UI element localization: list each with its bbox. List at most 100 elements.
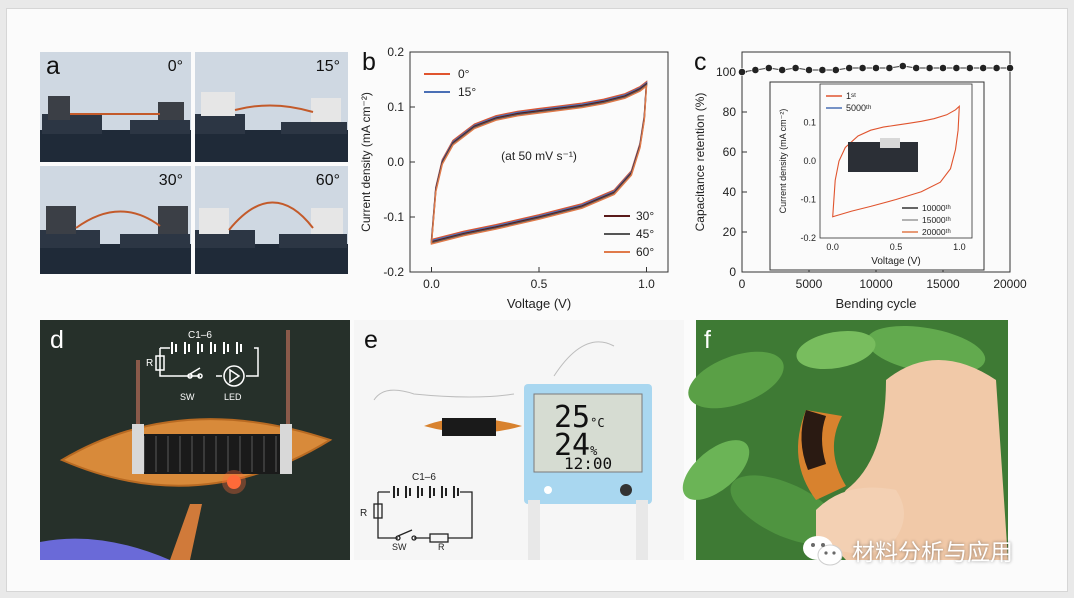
y-tick-label-b: 0.0 — [387, 155, 404, 169]
cv-series-3 — [430, 83, 648, 244]
angle-label-60: 60° — [315, 172, 340, 189]
y-tick-label-c: 40 — [723, 185, 737, 199]
lcd-hum-value: 24 — [554, 428, 591, 463]
x-tick-label-c: 5000 — [796, 277, 823, 291]
inset-y-tick-label: -0.2 — [800, 233, 816, 243]
panel-d: C1–6 R SW LED d — [40, 320, 350, 560]
y-tick-label-b: 0.1 — [387, 100, 404, 114]
retention-point — [738, 68, 746, 76]
retention-point — [992, 64, 1001, 72]
legend-label-b-bottom: 30° — [636, 209, 654, 223]
retention-point — [1006, 64, 1014, 72]
retention-point — [751, 66, 760, 74]
retention-point — [965, 64, 974, 72]
x-axis-label-c: Bending cycle — [836, 296, 917, 311]
hygrometer-circuit-diagram — [373, 486, 473, 543]
finger-bend-photo — [682, 320, 1008, 560]
x-axis-label-b: Voltage (V) — [507, 296, 571, 311]
legend-label-b-bottom: 45° — [636, 227, 654, 241]
circuit-e-cap-label: C1–6 — [412, 472, 436, 483]
inset-x-tick-label: 0.5 — [890, 242, 903, 252]
circuit-cap-label: C1–6 — [188, 330, 212, 341]
retention-point — [872, 64, 880, 72]
y-axis-label-c: Capacitance retention (%) — [693, 93, 707, 232]
circuit-led-label: LED — [224, 392, 242, 402]
retention-point — [912, 64, 921, 72]
annotation-b: (at 50 mV s⁻¹) — [501, 149, 577, 163]
inset-legend-label-top: 1ˢᵗ — [846, 91, 856, 101]
bend-photo-0: 0° — [40, 52, 191, 162]
watermark: 材料分析与应用 — [800, 532, 1013, 568]
leaf-device-photo: C1–6 R SW LED — [40, 320, 350, 560]
bend-photo-15: 15° — [195, 52, 348, 162]
inset-y-axis-label: Current density (mA cm⁻²) — [778, 109, 788, 214]
x-tick-label-c: 15000 — [926, 277, 960, 291]
panel-letter-b: b — [362, 48, 376, 76]
legend-label-b-top: 15° — [458, 85, 476, 99]
y-tick-label-b: -0.1 — [383, 210, 404, 224]
legend-label-b-bottom: 60° — [636, 245, 654, 259]
led-circuit-diagram — [155, 342, 259, 387]
inset-legend-label-bottom: 10000ᵗʰ — [922, 203, 951, 213]
lcd-temp-unit: °C — [590, 416, 605, 430]
x-tick-label-b: 1.0 — [638, 277, 655, 291]
y-tick-label-c: 20 — [723, 225, 737, 239]
retention-chart: 0 5000 10000 15000 20000 100 80 60 40 20 0Bending … — [693, 51, 1027, 311]
x-tick-label-c: 10000 — [859, 277, 893, 291]
y-tick-label-c: 60 — [723, 145, 737, 159]
inset-y-tick-label: -0.1 — [800, 195, 816, 205]
bend-photo-60: 60° — [195, 166, 348, 274]
bend-photo-30: 30° — [40, 166, 191, 274]
cv-series-2 — [430, 82, 648, 243]
panel-letter-c: c — [694, 48, 707, 76]
panel-letter-e: e — [364, 326, 378, 354]
lcd-hum-unit: % — [590, 444, 598, 458]
panel-letter-a: a — [46, 52, 60, 80]
inset-legend-label-top: 5000ᵗʰ — [846, 103, 872, 113]
retention-point — [925, 64, 934, 72]
cv-series-1 — [430, 81, 648, 242]
panel-letter-f: f — [704, 326, 711, 354]
retention-point — [858, 64, 867, 72]
panel-f: f — [682, 320, 1008, 560]
cv-series-0 — [430, 80, 648, 241]
inset-y-tick-label: 0.0 — [803, 156, 816, 166]
inset-legend-label-bottom: 15000ᵗʰ — [922, 215, 951, 225]
angle-label-30: 30° — [158, 172, 183, 189]
panel-letter-d: d — [50, 326, 64, 354]
retention-point — [845, 64, 854, 72]
y-axis-label-b: Current density (mA cm⁻²) — [359, 92, 373, 232]
angle-label-15: 15° — [315, 58, 340, 75]
watermark-text: 材料分析与应用 — [852, 540, 1013, 566]
inset-legend-label-bottom: 20000ᵗʰ — [922, 227, 951, 237]
x-tick-label-c: 20000 — [993, 277, 1027, 291]
lcd-time: 12:00 — [564, 454, 613, 473]
y-tick-label-c: 100 — [716, 65, 736, 79]
cv-series-4 — [430, 84, 648, 245]
bend-scene-60 — [195, 166, 348, 274]
x-tick-label-c: 0 — [739, 277, 746, 291]
retention-point — [885, 64, 894, 72]
wechat-icon — [803, 536, 843, 566]
retention-point — [764, 64, 773, 72]
retention-point — [791, 64, 800, 72]
inset-frame-c — [819, 83, 973, 239]
hygrometer-device-photo — [354, 320, 684, 560]
y-tick-label-c: 80 — [723, 105, 737, 119]
y-tick-label-c: 0 — [729, 265, 736, 279]
inset-x-tick-label: 1.0 — [953, 242, 966, 252]
lcd-temperature: 25°C — [554, 400, 605, 435]
circuit-r-label: R — [146, 358, 153, 369]
panel-e: 25°C 24% 12:00 C1–6 R SW R e — [354, 320, 684, 560]
retention-point — [778, 66, 787, 74]
inset-x-tick-label: 0.0 — [826, 242, 839, 252]
inset-photo-clamp — [880, 138, 900, 148]
y-tick-label-b: -0.2 — [383, 265, 404, 279]
y-tick-label-b: 0.2 — [387, 45, 404, 59]
circuit-sw-label: SW — [180, 392, 195, 402]
circuit-e-r2-label: R — [438, 542, 445, 552]
x-tick-label-b: 0.5 — [531, 277, 548, 291]
